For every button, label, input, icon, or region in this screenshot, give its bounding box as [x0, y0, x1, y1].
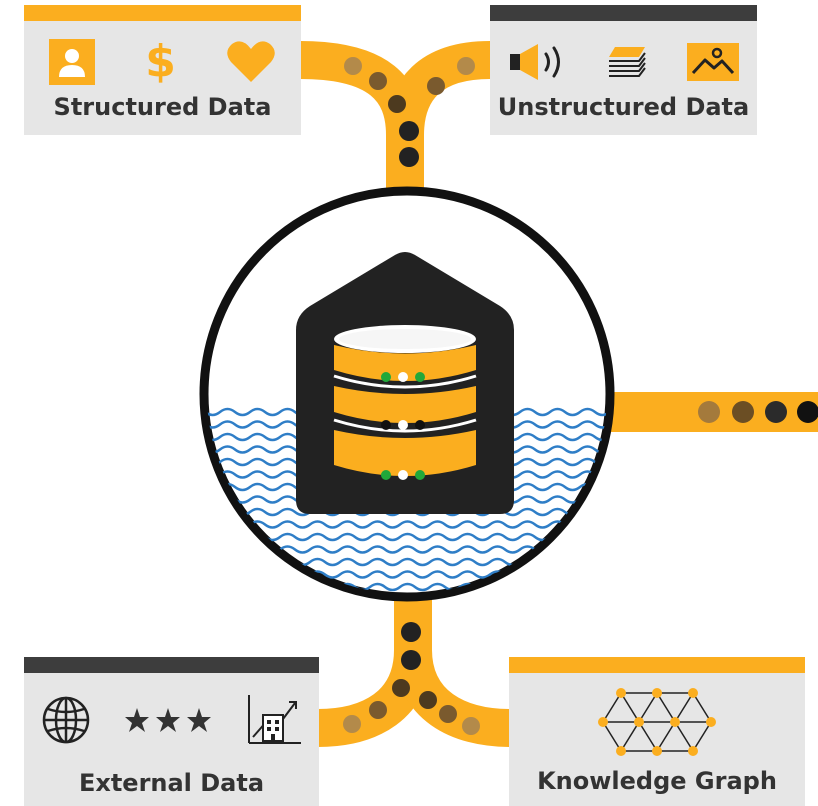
structured-data-card: $ Structured Data: [24, 5, 301, 135]
top-connector-pipes: [299, 41, 491, 200]
bottom-pipe-dots: [343, 622, 480, 735]
card-accent-bar: [509, 657, 805, 673]
pipe-dot: [439, 705, 457, 723]
globe-icon: [41, 695, 91, 745]
structured-data-label: Structured Data: [53, 93, 272, 121]
knowledge-graph-card: Knowledge Graph: [509, 657, 805, 806]
status-led: [398, 470, 408, 480]
speaker-icon: [508, 41, 572, 83]
pipe-dot: [797, 401, 818, 423]
documents-icon: [607, 41, 651, 83]
pipe-dot: [401, 650, 421, 670]
pipe-dot: [462, 717, 480, 735]
pipe-dot: [401, 622, 421, 642]
pipe-dot: [419, 691, 437, 709]
person-icon: [49, 39, 96, 85]
status-led: [415, 372, 425, 382]
status-led: [398, 372, 408, 382]
pipe-dot: [698, 401, 720, 423]
pipe-dot: [457, 57, 475, 75]
status-led: [381, 420, 391, 430]
unstructured-data-card: Unstructured Data: [490, 5, 757, 135]
structured-data-icons: $: [24, 37, 301, 87]
pipe-dot: [369, 701, 387, 719]
unstructured-data-label: Unstructured Data: [497, 93, 750, 121]
image-icon: [687, 43, 740, 81]
pipe-dot: [392, 679, 410, 697]
status-led: [381, 372, 391, 382]
knowledge-graph-icon: [597, 687, 717, 757]
status-led: [415, 420, 425, 430]
database-cylinder: [333, 345, 477, 476]
unstructured-data-icons: [490, 37, 757, 87]
pipe-dot: [369, 72, 387, 90]
external-data-card: External Data: [24, 657, 319, 806]
pipe-dot: [732, 401, 754, 423]
right-pipe-dots: [698, 401, 818, 423]
dollar-icon: $: [145, 36, 176, 87]
pipe-dot: [388, 95, 406, 113]
status-led: [415, 470, 425, 480]
card-accent-bar: [490, 5, 757, 21]
pipe-dot: [427, 77, 445, 95]
pipe-dot: [399, 147, 419, 167]
stars-icon: [124, 707, 212, 733]
heart-icon: [226, 40, 276, 84]
pipe-dot: [765, 401, 787, 423]
status-led: [398, 420, 408, 430]
external-data-label: External Data: [78, 769, 265, 797]
knowledge-graph-icons: [509, 687, 805, 757]
pipe-dot: [343, 715, 361, 733]
card-accent-bar: [24, 5, 301, 21]
card-accent-bar: [24, 657, 319, 673]
database-house-icon: [296, 252, 514, 514]
pipe-dot: [399, 121, 419, 141]
pipe-dot: [344, 57, 362, 75]
external-data-icons: [24, 693, 319, 747]
building-chart-icon: [245, 693, 303, 747]
status-led: [381, 470, 391, 480]
top-pipe-dots: [344, 57, 475, 167]
knowledge-graph-label: Knowledge Graph: [537, 767, 777, 795]
